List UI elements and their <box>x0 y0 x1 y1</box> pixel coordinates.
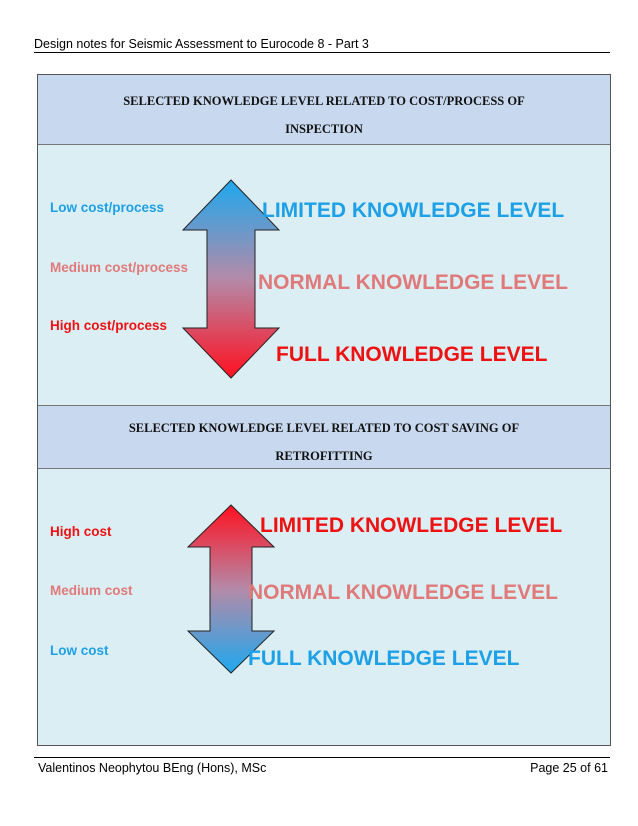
retrofitting-title-line2: RETROFITTING <box>275 449 373 463</box>
inspection-title-line2: INSPECTION <box>285 122 363 136</box>
header-divider <box>34 52 610 53</box>
level-limited: LIMITED KNOWLEDGE LEVEL <box>262 199 565 222</box>
knowledge-level-table: SELECTED KNOWLEDGE LEVEL RELATED TO COST… <box>37 74 611 746</box>
retrofitting-section-title: SELECTED KNOWLEDGE LEVEL RELATED TO COST… <box>38 405 610 469</box>
retrofitting-title-line1: SELECTED KNOWLEDGE LEVEL RELATED TO COST… <box>128 421 520 435</box>
footer-divider <box>34 757 610 758</box>
level-normal: NORMAL KNOWLEDGE LEVEL <box>258 271 568 294</box>
double-arrow-icon <box>186 504 276 674</box>
level-full: FULL KNOWLEDGE LEVEL <box>248 647 520 670</box>
cost-low: Low cost <box>50 643 109 658</box>
inspection-panel: Low cost/process Medium cost/process Hig… <box>38 145 610 405</box>
footer-author: Valentinos Neophytou BEng (Hons), MSc <box>38 761 267 775</box>
cost-low-process: Low cost/process <box>50 200 165 215</box>
cost-medium: Medium cost <box>50 583 133 598</box>
page-number: Page 25 of 61 <box>530 761 608 775</box>
double-arrow-icon <box>181 179 281 379</box>
inspection-title-line1: SELECTED KNOWLEDGE LEVEL RELATED TO COST… <box>123 94 525 108</box>
cost-high-process: High cost/process <box>50 318 168 333</box>
cost-medium-process: Medium cost/process <box>50 260 189 275</box>
level-full: FULL KNOWLEDGE LEVEL <box>276 343 548 366</box>
document-header: Design notes for Seismic Assessment to E… <box>34 37 369 51</box>
inspection-section-title: SELECTED KNOWLEDGE LEVEL RELATED TO COST… <box>38 75 610 145</box>
level-limited: LIMITED KNOWLEDGE LEVEL <box>260 514 563 537</box>
level-normal: NORMAL KNOWLEDGE LEVEL <box>248 581 558 604</box>
retrofitting-panel: High cost Medium cost Low cost LIMITED K… <box>38 469 610 745</box>
cost-high: High cost <box>50 524 112 539</box>
